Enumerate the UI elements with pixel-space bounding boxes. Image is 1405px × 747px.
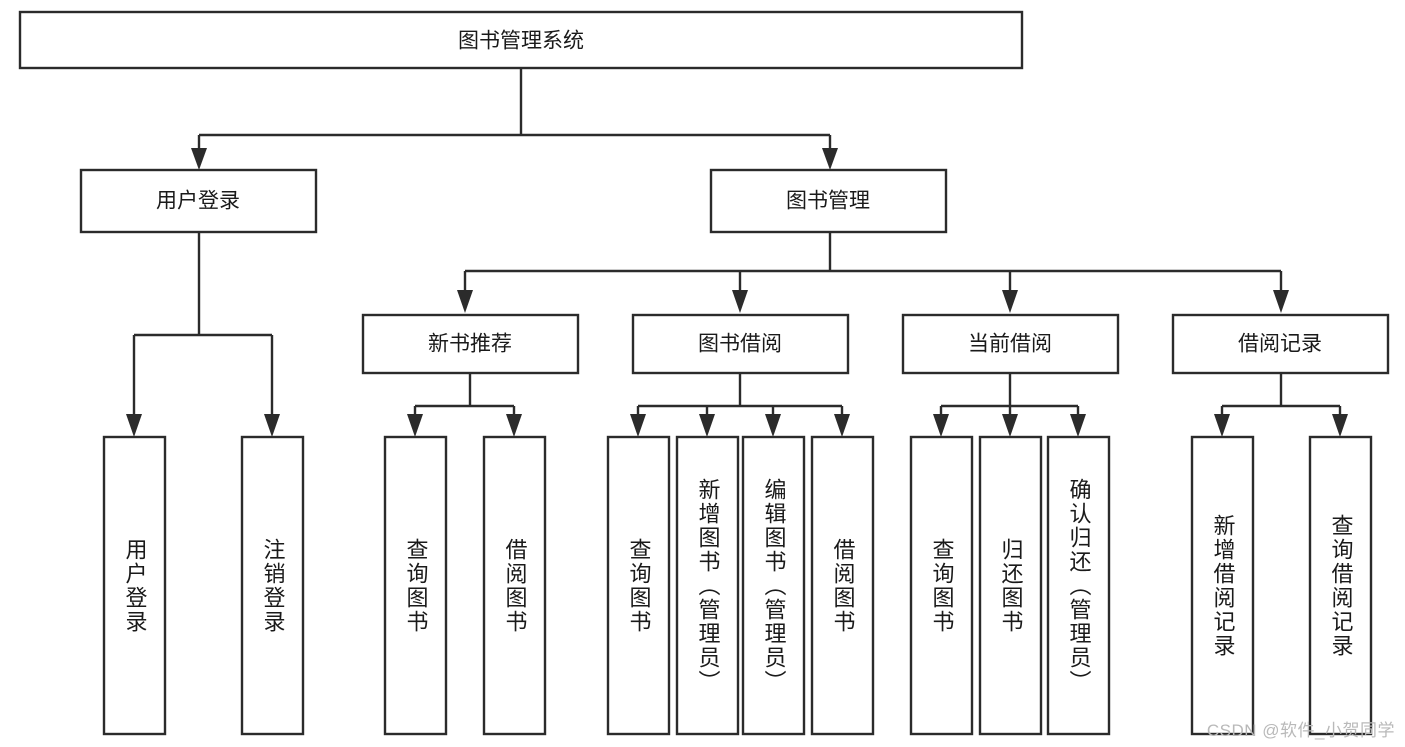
watermark-text: CSDN @软件_小贺同学 xyxy=(1206,721,1395,740)
arrow-head-icon xyxy=(1214,414,1230,437)
leaf-box-borrow-record-2[interactable] xyxy=(1308,435,1373,736)
node-new-book-recommend[interactable]: 新书推荐 xyxy=(361,313,580,375)
arrow-head-icon xyxy=(1002,290,1018,313)
node-current-borrow[interactable]: 当前借阅 xyxy=(901,313,1120,375)
leaf-box-book-borrow-4[interactable] xyxy=(810,435,875,736)
arrow-head-icon xyxy=(933,414,949,437)
node-book-manage-label: 图书管理 xyxy=(786,190,870,213)
node-book-manage-box[interactable] xyxy=(709,168,948,234)
node-user-login-box[interactable] xyxy=(79,168,318,234)
node-book-borrow-box[interactable] xyxy=(631,313,850,375)
arrow-head-icon xyxy=(407,414,423,437)
node-current-borrow-label: 当前借阅 xyxy=(968,333,1052,356)
node-book-borrow[interactable]: 图书借阅 xyxy=(631,313,850,375)
arrow-head-icon xyxy=(1002,414,1018,437)
node-user-login[interactable]: 用户登录 xyxy=(79,168,318,234)
leaf-box-user-login-2[interactable] xyxy=(240,435,305,736)
arrow-head-icon xyxy=(126,414,142,437)
leaf-box-user-login-1[interactable] xyxy=(102,435,167,736)
leaf-box-new-book-1[interactable] xyxy=(383,435,448,736)
node-current-borrow-box[interactable] xyxy=(901,313,1120,375)
arrow-head-icon xyxy=(765,414,781,437)
connector-group xyxy=(126,68,1348,437)
arrow-head-icon xyxy=(834,414,850,437)
leaf-box-book-borrow-2[interactable] xyxy=(675,435,740,736)
node-borrow-record-label: 借阅记录 xyxy=(1238,333,1322,356)
node-borrow-record[interactable]: 借阅记录 xyxy=(1171,313,1390,375)
node-root-label: 图书管理系统 xyxy=(458,30,584,53)
leaf-box-book-borrow-3[interactable] xyxy=(741,435,806,736)
arrow-head-icon xyxy=(457,290,473,313)
leaf-box-current-borrow-3[interactable] xyxy=(1046,435,1111,736)
arrow-head-icon xyxy=(191,148,207,170)
node-book-manage[interactable]: 图书管理 xyxy=(709,168,948,234)
node-borrow-record-box[interactable] xyxy=(1171,313,1390,375)
arrow-head-icon xyxy=(264,414,280,437)
node-new-book-recommend-box[interactable] xyxy=(361,313,580,375)
arrow-head-icon xyxy=(732,290,748,313)
leaf-box-current-borrow-2[interactable] xyxy=(978,435,1043,736)
node-root-box[interactable] xyxy=(18,10,1024,70)
arrow-head-icon xyxy=(822,148,838,170)
leaf-box-book-borrow-1[interactable] xyxy=(606,435,671,736)
node-book-borrow-label: 图书借阅 xyxy=(698,333,782,356)
arrow-head-icon xyxy=(1332,414,1348,437)
arrow-head-icon xyxy=(699,414,715,437)
arrow-head-icon xyxy=(1070,414,1086,437)
arrow-head-icon xyxy=(1273,290,1289,313)
leaf-box-current-borrow-1[interactable] xyxy=(909,435,974,736)
node-user-login-label: 用户登录 xyxy=(156,190,240,213)
node-root[interactable]: 图书管理系统 xyxy=(18,10,1024,70)
arrow-head-icon xyxy=(506,414,522,437)
leaf-box-borrow-record-1[interactable] xyxy=(1190,435,1255,736)
node-new-book-recommend-label: 新书推荐 xyxy=(428,333,512,356)
arrow-head-icon xyxy=(630,414,646,437)
leaf-box-new-book-2[interactable] xyxy=(482,435,547,736)
